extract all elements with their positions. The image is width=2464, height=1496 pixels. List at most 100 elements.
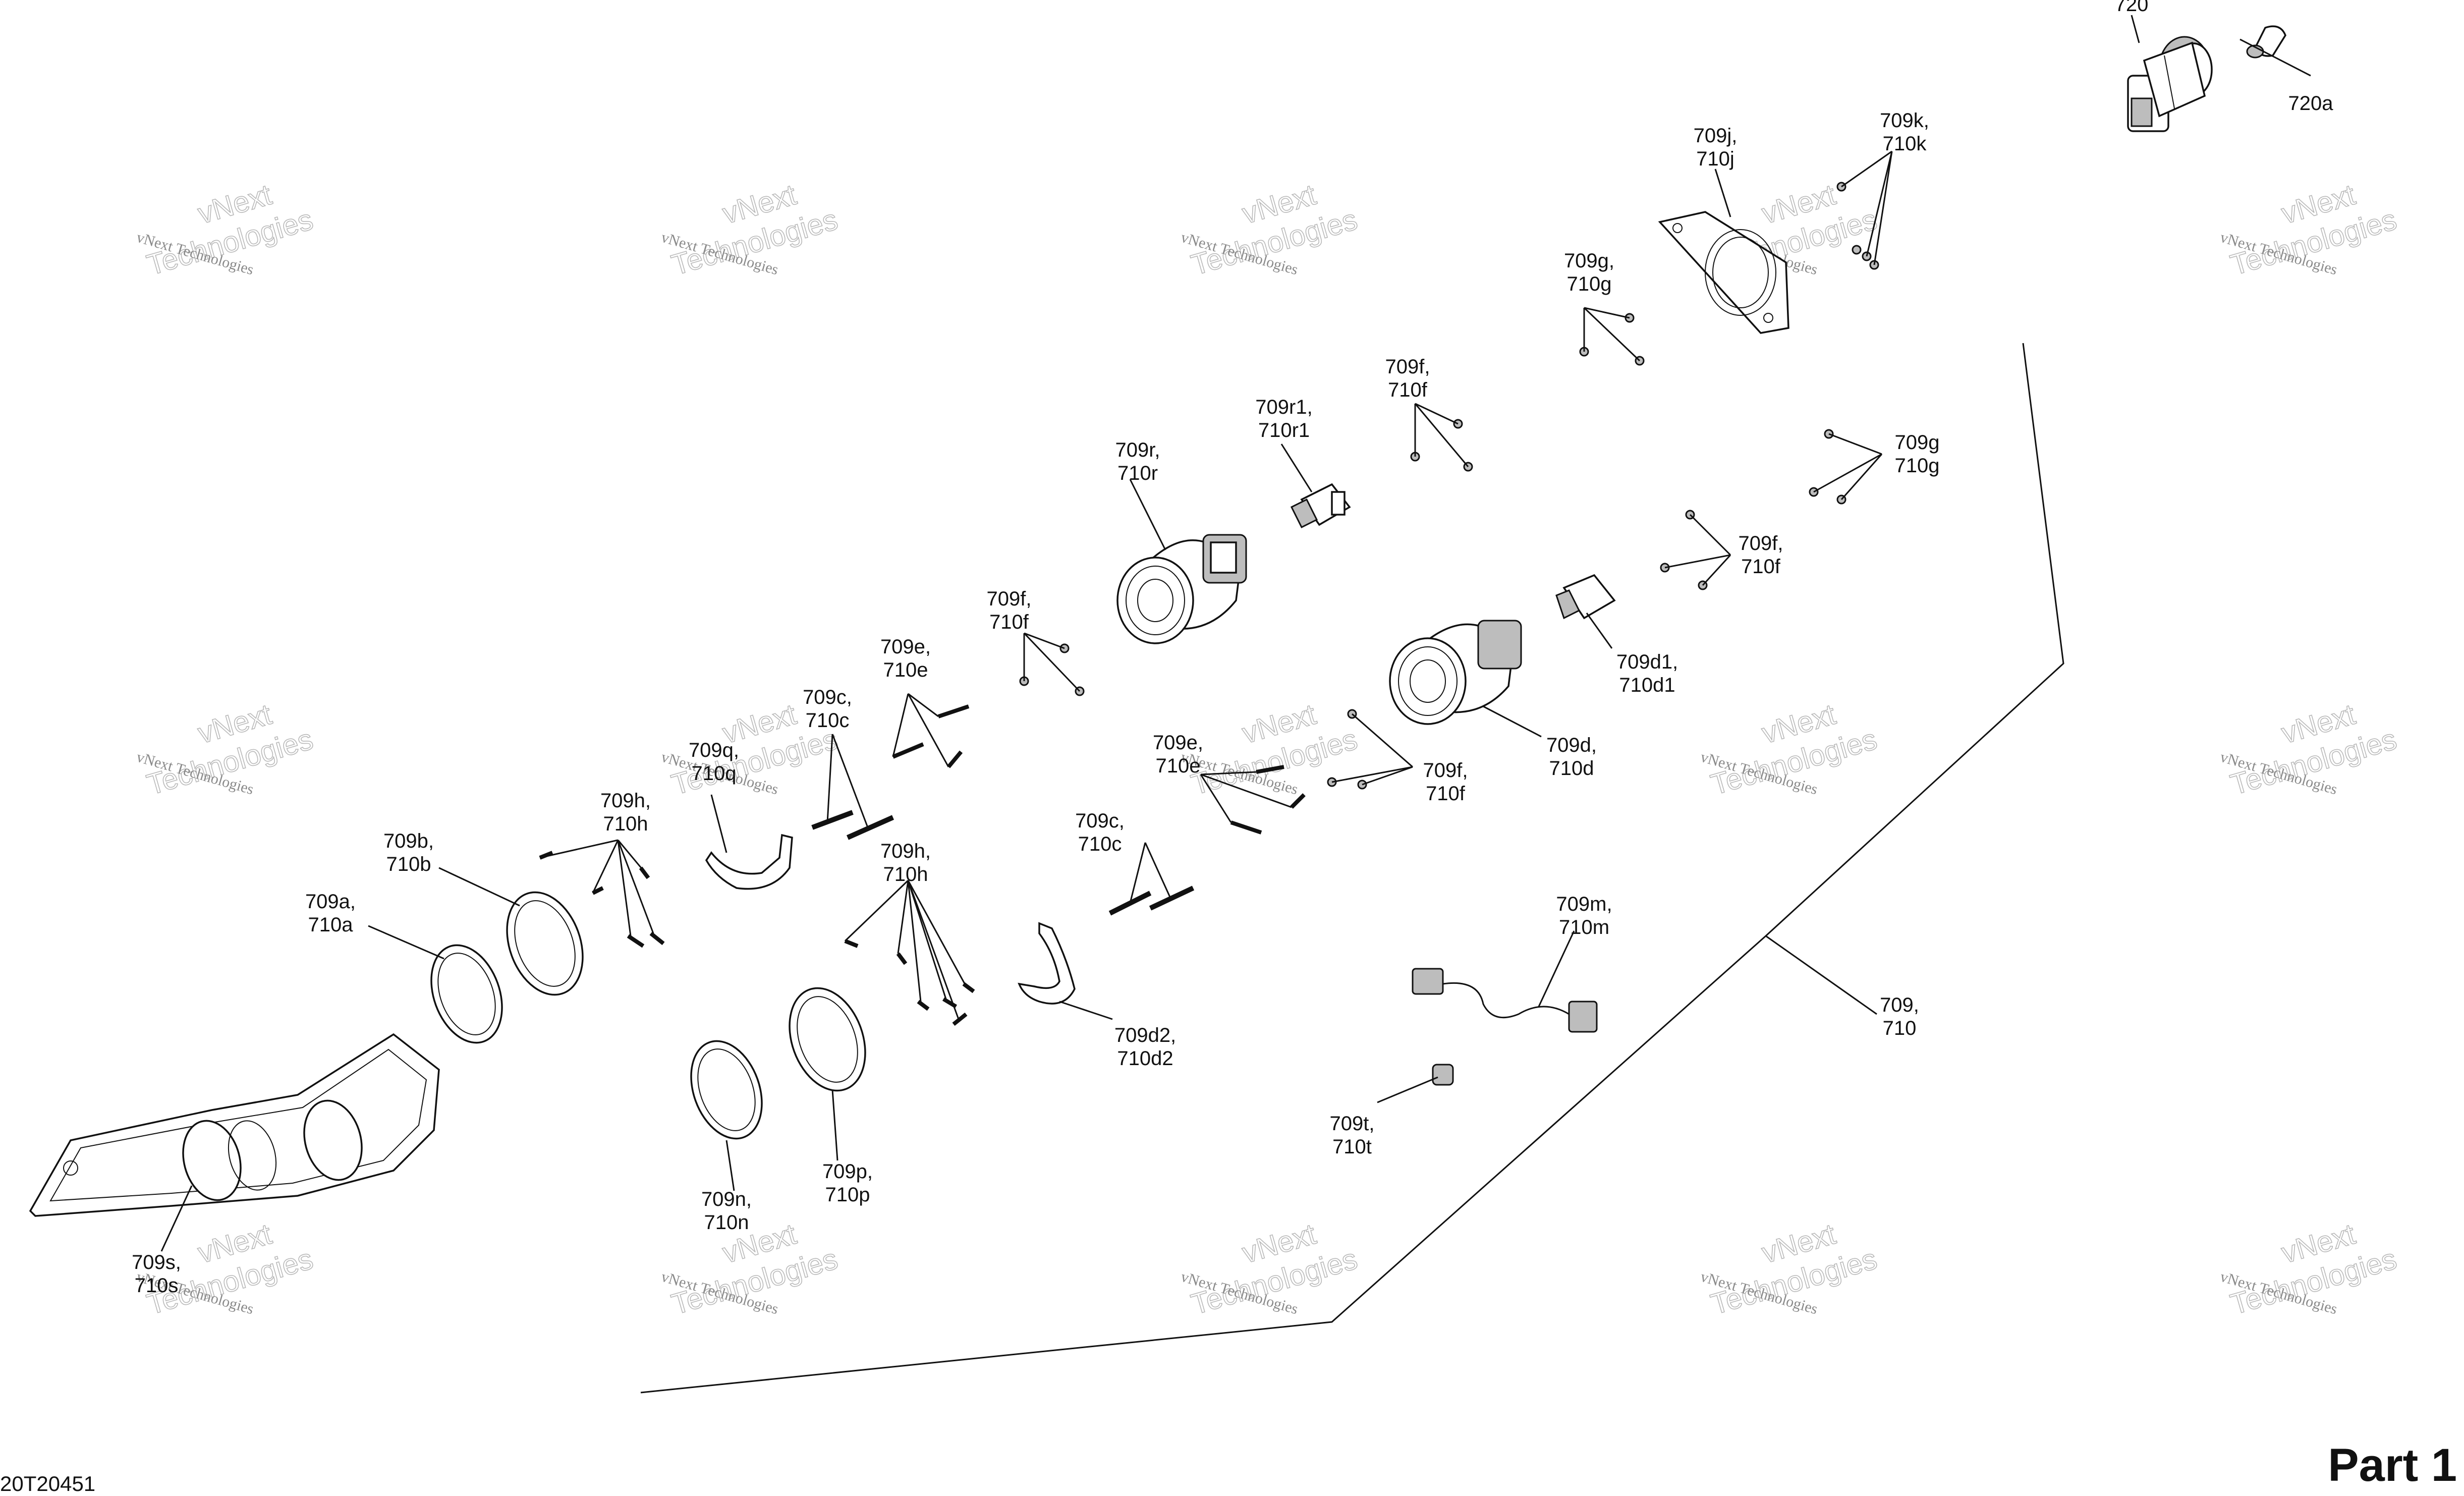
- callout-line: 709n,: [701, 1188, 752, 1210]
- wiring-harness-709m-drawing: [1412, 968, 1598, 1033]
- callout-709t: 709t,710t: [1330, 1113, 1375, 1158]
- projector-709d-drawing: [1389, 620, 1522, 725]
- callout-line: 710e: [1156, 755, 1201, 777]
- callout-line: 710e: [883, 659, 928, 681]
- callout-709e-top: 709e,710e: [880, 636, 931, 681]
- callout-709m: 709m,710m: [1556, 893, 1612, 938]
- callout-line: 710s: [135, 1275, 179, 1297]
- callout-709f-left: 709f,710f: [987, 588, 1032, 633]
- callout-709f-right: 709f,710f: [1739, 532, 1783, 578]
- callout-line: 710h: [603, 813, 648, 835]
- bracket-709q-drawing: [705, 834, 793, 890]
- ring-709a-drawing: [430, 944, 503, 1044]
- callout-line: 709h,: [880, 840, 931, 862]
- switch-720-drawing: [2127, 36, 2213, 132]
- callout-line: 710g: [1895, 455, 1940, 477]
- callout-line: 710d1: [1619, 674, 1675, 696]
- callout-709q: 709q,710q: [689, 739, 739, 785]
- callout-line: 709r1,: [1255, 396, 1312, 418]
- callout-line: 709c,: [803, 686, 852, 708]
- callout-line: 710d: [1549, 757, 1594, 780]
- callout-line: 710q: [692, 762, 737, 785]
- callout-line: 710f: [1388, 379, 1428, 401]
- callout-709f-mid: 709f,710f: [1423, 759, 1468, 805]
- callout-line: 710a: [308, 914, 354, 936]
- callout-709d2: 709d2,710d2: [1114, 1024, 1176, 1070]
- callout-709j: 709j,710j: [1694, 125, 1738, 170]
- callout-720: 720: [2115, 0, 2149, 16]
- callout-line: 709c,: [1075, 810, 1125, 832]
- drawing-code: 20T20451: [0, 1472, 95, 1495]
- callout-line: 710: [1883, 1017, 1917, 1039]
- screws-drawing: [539, 704, 1306, 1026]
- callout-labels: 720720a709j,710j709k,710k709g,710g709f,7…: [132, 0, 2333, 1297]
- callout-709: 709,710: [1880, 994, 1919, 1039]
- ring-709n-drawing: [690, 1040, 763, 1140]
- callout-line: 709r,: [1115, 439, 1160, 461]
- callout-line: 709f,: [1385, 356, 1430, 378]
- callout-line: 710f: [1426, 783, 1466, 805]
- callout-709a: 709a,710a: [305, 891, 356, 936]
- callout-line: 720: [2115, 0, 2149, 16]
- callout-709b: 709b,710b: [383, 830, 434, 875]
- callout-line: 709m,: [1556, 893, 1612, 915]
- callout-709d1: 709d1,710d1: [1616, 651, 1678, 696]
- leader-lines: [160, 15, 2311, 1252]
- callout-line: 710d2: [1117, 1047, 1173, 1070]
- callout-line: 710r1: [1258, 419, 1310, 441]
- callout-line: 709p,: [822, 1160, 873, 1183]
- callout-line: 709d2,: [1114, 1024, 1176, 1046]
- callout-line: 710t: [1332, 1136, 1372, 1158]
- callout-line: 720a: [2288, 92, 2334, 115]
- callout-709n: 709n,710n: [701, 1188, 752, 1234]
- callout-line: 709k,: [1880, 109, 1929, 132]
- callout-709d: 709d,710d: [1546, 734, 1597, 780]
- callout-720a: 720a: [2288, 92, 2334, 115]
- callout-line: 709h,: [600, 790, 651, 812]
- callout-709p: 709p,710p: [822, 1160, 873, 1206]
- callout-line: 709d1,: [1616, 651, 1678, 673]
- callout-line: 710j: [1696, 148, 1734, 170]
- callout-line: 709f,: [1423, 759, 1468, 782]
- callout-line: 710b: [386, 853, 431, 875]
- callout-line: 710c: [1078, 833, 1122, 855]
- callout-line: 709a,: [305, 891, 356, 913]
- callout-line: 709q,: [689, 739, 739, 761]
- headlight-housing-709s-drawing: [29, 1033, 440, 1217]
- callout-709c-mid: 709c,710c: [1075, 810, 1125, 855]
- callout-line: 709d,: [1546, 734, 1597, 756]
- callout-line: 709,: [1880, 994, 1919, 1016]
- screws-709k-drawing: [1836, 182, 1879, 270]
- mounting-plate-709j-drawing: [1658, 211, 1789, 334]
- part-title: Part 1: [2328, 1439, 2457, 1491]
- callout-line: 710f: [989, 611, 1029, 633]
- callout-709c-top: 709c,710c: [803, 686, 852, 732]
- projector-709r-drawing: [1116, 534, 1247, 644]
- callout-line: 710c: [806, 709, 850, 732]
- callout-709h-top: 709h,710h: [600, 790, 651, 835]
- callout-line: 709t,: [1330, 1113, 1375, 1135]
- assembly-boundary-line: [640, 343, 2064, 1394]
- callout-709g-top: 709g,710g: [1564, 250, 1614, 295]
- callout-709f-top: 709f,710f: [1385, 356, 1430, 401]
- callout-line: 709g,: [1564, 250, 1614, 272]
- bracket-709d2-drawing: [1018, 922, 1076, 1005]
- callout-line: 709f,: [987, 588, 1032, 610]
- callout-709s: 709s,710s: [132, 1251, 181, 1297]
- callout-709e-mid: 709e,710e: [1153, 732, 1203, 777]
- callout-line: 710k: [1883, 133, 1927, 155]
- callout-line: 710n: [704, 1211, 749, 1234]
- bulb-709d1-drawing: [1555, 574, 1616, 620]
- callout-line: 710h: [883, 863, 928, 885]
- callout-line: 709b,: [383, 830, 434, 852]
- callout-709k: 709k,710k: [1880, 109, 1929, 155]
- callout-line: 710r: [1117, 462, 1158, 484]
- ring-709b-drawing: [506, 891, 584, 996]
- callout-line: 709s,: [132, 1251, 181, 1273]
- callout-line: 710m: [1559, 916, 1609, 938]
- callout-line: 709e,: [880, 636, 931, 658]
- connector-709t-drawing: [1432, 1064, 1454, 1086]
- callout-709h-mid: 709h,710h: [880, 840, 931, 885]
